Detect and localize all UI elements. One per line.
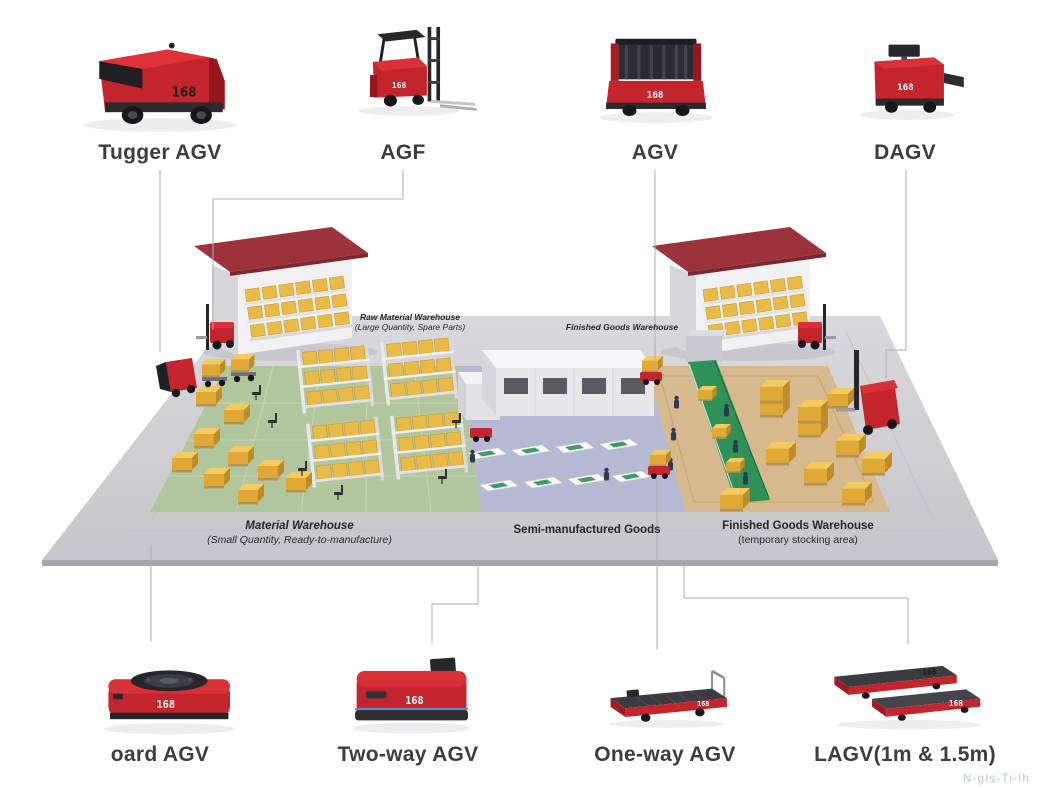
lift-board-agv-label: oard AGV <box>110 743 210 766</box>
material-line1: Material Warehouse <box>245 520 354 532</box>
material-line2: (Small Quantity, Ready-to-manufacture) <box>207 533 392 546</box>
vehicle-logo-text: 168 <box>392 81 407 90</box>
dagv-image: 168 <box>836 18 978 138</box>
watermark: N-gIs-Ti-Ih <box>962 771 1030 785</box>
tugger-train <box>156 354 256 398</box>
finished-goods-top-line: Finished Goods Warehouse <box>565 322 679 332</box>
finished-goods-warehouse-building <box>652 227 836 361</box>
semi-manufactured-line: Semi-manufactured Goods <box>513 524 661 536</box>
label-semi-manufactured-goods: Semi-manufactured Goods <box>498 524 676 538</box>
raw-material-line2: (Large Quantity, Spare Parts) <box>354 322 466 333</box>
agv-label: AGV <box>631 141 679 164</box>
tugger-agv-illustration: 168 <box>83 42 237 132</box>
lagv-illustration: 168 168 <box>834 665 982 730</box>
lift-board-agv-illustration: 168 <box>103 670 235 735</box>
vehicle-logo-text: 168 <box>647 90 664 101</box>
vehicle-logo-text: 168 <box>922 667 936 676</box>
mini-agvs <box>470 356 671 479</box>
one-way-agv-label: One-way AGV <box>594 743 736 766</box>
lagv-image: 168 168 <box>792 636 1018 738</box>
one-way-agv-image: 168 <box>570 648 762 736</box>
connector-twoway <box>431 566 479 644</box>
connector-lines <box>150 170 909 650</box>
agf-illustration: 168 <box>357 26 477 116</box>
label-material-warehouse: Material Warehouse (Small Quantity, Read… <box>172 520 427 546</box>
agf-image: 168 <box>332 2 478 138</box>
vehicle-logo-text: 168 <box>949 699 963 708</box>
two-way-agv-image: 168 <box>322 638 498 740</box>
tugger-agv-label: Tugger AGV <box>98 141 222 164</box>
label-finished-goods-warehouse-top: Finished Goods Warehouse <box>552 322 692 332</box>
production-machines <box>458 350 654 420</box>
dagv-illustration: 168 <box>860 44 964 120</box>
vehicle-logo-text: 168 <box>697 700 709 708</box>
tugger-agv-image: 168 <box>62 6 258 138</box>
agv-illustration: 168 <box>599 38 713 124</box>
two-way-agv-label: Two-way AGV <box>337 743 479 766</box>
lagv-label: LAGV(1m & 1.5m) <box>814 743 996 766</box>
vehicle-logo-text: 168 <box>897 82 914 93</box>
two-way-agv-illustration: 168 <box>352 657 471 734</box>
connector-dagv <box>885 170 907 378</box>
lift-board-agv-image: 168 <box>68 636 264 740</box>
agf-label: AGF <box>380 141 426 164</box>
connector-agf <box>212 170 404 330</box>
connector-lagv <box>683 566 909 644</box>
raw-material-line1: Raw Material Warehouse <box>360 312 460 322</box>
label-raw-material-warehouse: Raw Material Warehouse (Large Quantity, … <box>320 312 500 332</box>
conveyor-line <box>686 330 770 503</box>
stacker-forklift-right <box>828 350 900 435</box>
vehicle-logo-text: 168 <box>405 696 423 707</box>
label-finished-goods-warehouse-bottom: Finished Goods Warehouse (temporary stoc… <box>694 520 902 546</box>
finished-goods-line1: Finished Goods Warehouse <box>722 520 874 532</box>
dagv-label: DAGV <box>874 141 936 164</box>
vehicle-logo-text: 168 <box>172 85 197 101</box>
one-way-agv-illustration: 168 <box>609 669 727 728</box>
raw-material-warehouse-building <box>194 227 378 361</box>
vehicle-logo-text: 168 <box>156 699 175 711</box>
agv-image: 168 <box>578 16 734 138</box>
finished-goods-line2: (temporary stocking area) <box>738 533 858 546</box>
